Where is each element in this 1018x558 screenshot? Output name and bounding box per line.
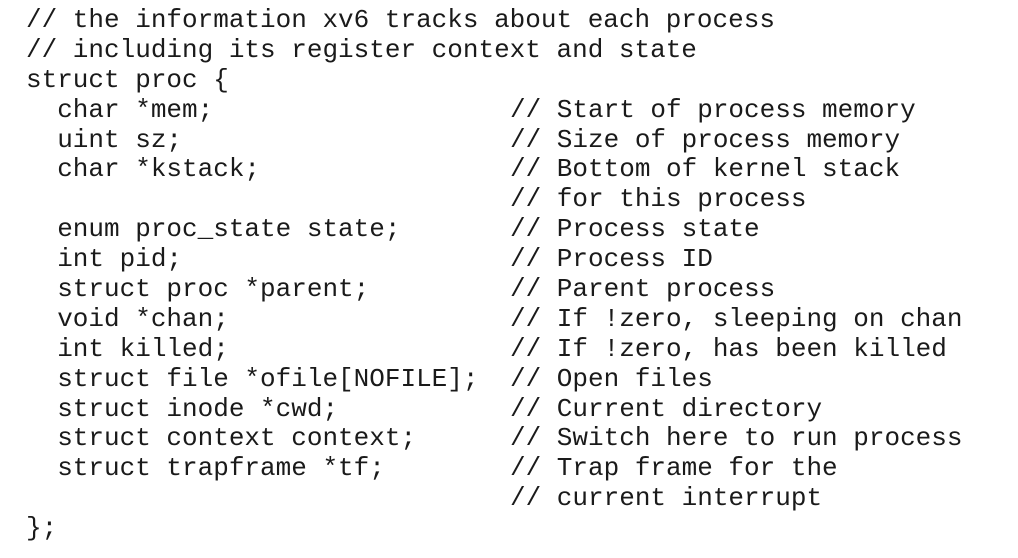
- field-comment: // Open files: [510, 363, 713, 394]
- field-declaration: void *chan;: [26, 303, 229, 334]
- field-line: int pid; // Process ID: [26, 244, 962, 275]
- field-line: struct context context; // Switch here to…: [26, 424, 962, 454]
- code-text: struct proc {: [26, 64, 229, 95]
- field-comment: // Parent process: [510, 274, 776, 305]
- code-comment-line: // including its register context and st…: [26, 34, 962, 66]
- field-declaration: struct trapframe *tf;: [26, 453, 385, 484]
- field-comment: // current interrupt: [510, 483, 823, 514]
- field-line: struct file *ofile[NOFILE]; // Open files: [26, 363, 962, 395]
- code-listing: // the information xv6 tracks about each…: [26, 5, 963, 544]
- field-comment: // If !zero, sleeping on chan: [510, 303, 963, 334]
- field-line: void *chan; // If !zero, sleeping on chan: [26, 303, 963, 335]
- field-comment: // Process ID: [510, 244, 713, 275]
- field-comment: // Size of process memory: [510, 124, 901, 155]
- struct-close-line: };: [26, 513, 962, 544]
- struct-open-line: struct proc {: [26, 64, 962, 96]
- field-comment: // Trap frame for the: [510, 453, 838, 484]
- field-line: struct inode *cwd; // Current directory: [26, 393, 962, 425]
- field-comment: // Bottom of kernel stack: [510, 154, 901, 185]
- field-declaration: struct inode *cwd;: [26, 393, 339, 424]
- field-comment: // Process state: [510, 214, 760, 245]
- field-declaration: struct proc *parent;: [26, 274, 370, 305]
- field-declaration: char *kstack;: [26, 154, 261, 185]
- code-comment-line: // the information xv6 tracks about each…: [26, 5, 962, 36]
- field-declaration: int killed;: [26, 333, 229, 364]
- field-declaration: int pid;: [26, 244, 183, 275]
- field-declaration: enum proc_state state;: [26, 214, 401, 245]
- field-declaration: char *mem;: [26, 94, 214, 125]
- field-line: struct proc *parent; // Parent process: [26, 274, 962, 305]
- field-comment: // for this process: [510, 184, 807, 215]
- code-text: // including its register context and st…: [26, 34, 697, 65]
- field-line: // for this process: [26, 184, 962, 215]
- field-line: enum proc_state state; // Process state: [26, 214, 962, 245]
- field-declaration: struct file *ofile[NOFILE];: [26, 363, 479, 394]
- field-line: char *mem; // Start of process memory: [26, 94, 962, 126]
- code-text: };: [26, 513, 58, 544]
- field-line: struct trapframe *tf; // Trap frame for t…: [26, 453, 962, 484]
- field-comment: // Switch here to run process: [510, 423, 963, 454]
- field-line: char *kstack; // Bottom of kernel stack: [26, 155, 962, 185]
- field-line: // current interrupt: [26, 483, 962, 514]
- field-line: uint sz; // Size of process memory: [26, 124, 962, 156]
- field-line: int killed; // If !zero, has been killed: [26, 333, 962, 365]
- code-text: // the information xv6 tracks about each…: [26, 5, 775, 35]
- field-declaration: uint sz;: [26, 124, 183, 155]
- field-comment: // Start of process memory: [510, 94, 916, 125]
- field-declaration: struct context context;: [26, 423, 417, 454]
- field-comment: // Current directory: [510, 393, 823, 424]
- field-comment: // If !zero, has been killed: [510, 333, 947, 364]
